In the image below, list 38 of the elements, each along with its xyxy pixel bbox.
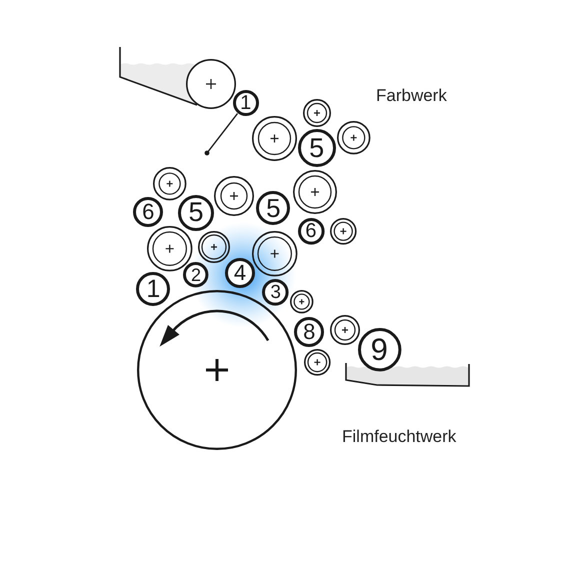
roller xyxy=(303,98,332,127)
roller xyxy=(136,272,170,306)
roller xyxy=(252,231,298,277)
section-label: Filmfeuchtwerk xyxy=(342,427,456,447)
roller xyxy=(252,116,296,161)
roller xyxy=(298,218,324,244)
roller-number: 5 xyxy=(188,199,204,226)
roller xyxy=(330,218,357,245)
roller xyxy=(294,316,324,347)
roller xyxy=(183,262,209,288)
roller-number: 8 xyxy=(303,320,316,343)
roller xyxy=(232,90,259,116)
roller-number: 9 xyxy=(370,334,388,366)
roller xyxy=(214,176,254,216)
roller xyxy=(133,196,164,227)
roller xyxy=(337,120,371,154)
roller xyxy=(178,194,214,231)
roller-number: 3 xyxy=(270,283,281,302)
roller xyxy=(186,59,236,109)
roller xyxy=(256,191,290,226)
roller-number: 1 xyxy=(240,92,252,113)
roller-number: 4 xyxy=(234,262,246,284)
roller xyxy=(358,328,401,372)
section-label: Farbwerk xyxy=(376,86,447,106)
roller-number: 5 xyxy=(266,195,281,222)
roller xyxy=(304,349,331,376)
roller xyxy=(298,129,336,168)
roller-number: 2 xyxy=(190,266,201,284)
roller-number: 5 xyxy=(309,134,324,162)
roller xyxy=(198,230,230,263)
roller xyxy=(146,226,192,271)
roller xyxy=(153,167,187,201)
roller-number: 6 xyxy=(305,220,317,241)
roller xyxy=(330,315,360,345)
roller-number: 6 xyxy=(142,200,154,223)
roller xyxy=(293,170,337,214)
roller xyxy=(290,290,314,314)
roller-number: 1 xyxy=(146,276,160,302)
